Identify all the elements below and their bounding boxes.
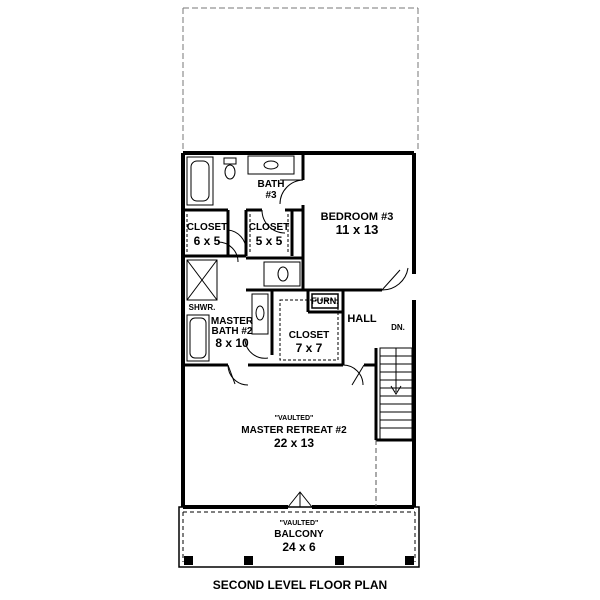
interior-walls: [183, 153, 414, 442]
balcony-posts: [184, 556, 414, 565]
stairs-label: DN.: [391, 323, 405, 332]
balcony-size: 24 x 6: [282, 540, 316, 554]
furn-label: FURN.: [311, 296, 339, 306]
retreat-name: MASTER RETREAT #2: [241, 425, 347, 436]
retreat-size: 22 x 13: [274, 436, 314, 450]
closet-b-size: 5 x 5: [256, 234, 283, 248]
bedroom3-name: BEDROOM #3: [321, 211, 394, 223]
closet-c-name: CLOSET: [289, 330, 330, 341]
fixtures: [186, 155, 413, 507]
room-labels: BATH #3 CLOSET 6 x 5 CLOSET 5 x 5 BEDROO…: [187, 179, 405, 554]
balcony-name: BALCONY: [274, 529, 324, 540]
plan-caption: SECOND LEVEL FLOOR PLAN: [212, 578, 388, 592]
retreat-note: "VAULTED": [275, 415, 314, 422]
closet-a-name: CLOSET: [187, 222, 228, 233]
closet-a-size: 6 x 5: [194, 234, 221, 248]
closet-c-size: 7 x 7: [296, 341, 323, 355]
bath3-name: BATH: [257, 179, 284, 190]
bedroom3-size: 11 x 13: [336, 222, 379, 237]
balcony-outline: [178, 506, 420, 568]
roof-outline: [182, 7, 419, 152]
door-swings: [217, 179, 409, 508]
shower-label: SHWR.: [189, 303, 216, 312]
master-bath-name: MASTER: [211, 316, 254, 327]
master-bath-size: 8 x 10: [215, 336, 249, 350]
hall-label: HALL: [347, 313, 377, 325]
balcony-note: "VAULTED": [280, 520, 319, 527]
bath3-number: #3: [265, 190, 277, 201]
closet-b-name: CLOSET: [249, 222, 290, 233]
master-bath-number: BATH #2: [212, 326, 253, 337]
